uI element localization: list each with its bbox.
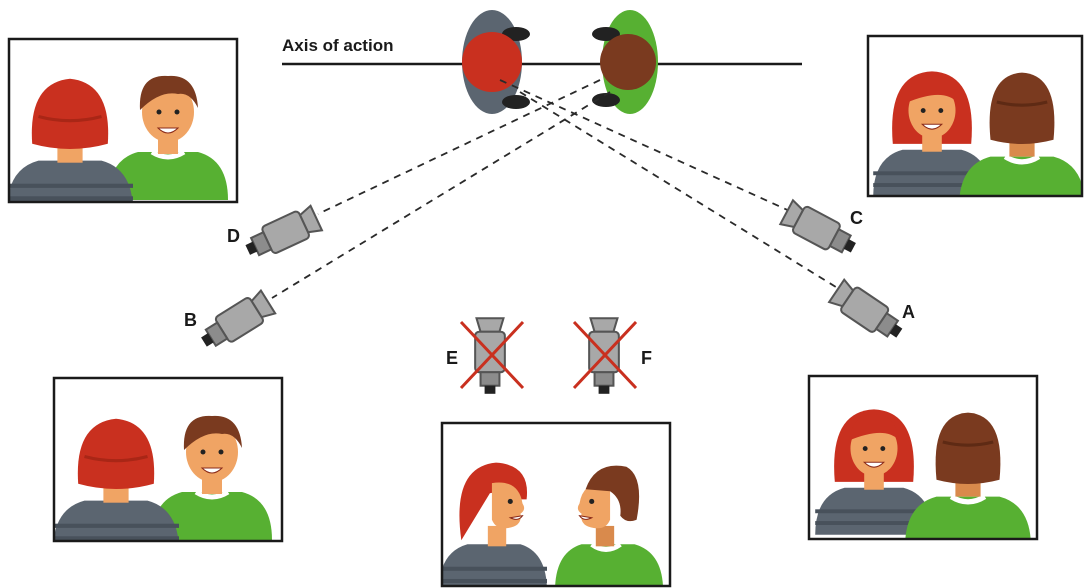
- frame-camera-c: [866, 34, 1084, 198]
- man-top-view: [592, 10, 658, 114]
- sightline-d: [317, 79, 601, 215]
- frame-camera-a: [807, 374, 1039, 541]
- camera-label-f: F: [641, 348, 652, 368]
- camera-c: C: [778, 198, 863, 262]
- axis-label: Axis of action: [282, 36, 393, 55]
- camera-label-b: B: [184, 310, 197, 330]
- woman-top-view: [462, 10, 530, 114]
- sightline-b: [271, 91, 611, 299]
- camera-label-c: C: [850, 208, 863, 228]
- camera-label-d: D: [227, 226, 240, 246]
- cross-stroke: [572, 320, 638, 390]
- camera-d: D: [227, 203, 324, 265]
- camera-label-a: A: [902, 302, 915, 322]
- camera-label-e: E: [446, 348, 458, 368]
- sight-lines: [271, 79, 845, 299]
- sightline-c: [499, 79, 793, 213]
- frame-camera-d: [7, 37, 239, 204]
- sightline-a: [519, 91, 845, 293]
- camera-f-forbidden: F: [572, 317, 652, 395]
- camera-b: B: [184, 288, 277, 356]
- camera-a: A: [827, 277, 915, 347]
- frame-camera-b: [52, 376, 284, 543]
- cross-stroke: [459, 320, 525, 390]
- camera-e-forbidden: E: [446, 317, 525, 395]
- axis-of-action: Axis of action: [282, 36, 802, 66]
- frame-profile: [440, 421, 672, 588]
